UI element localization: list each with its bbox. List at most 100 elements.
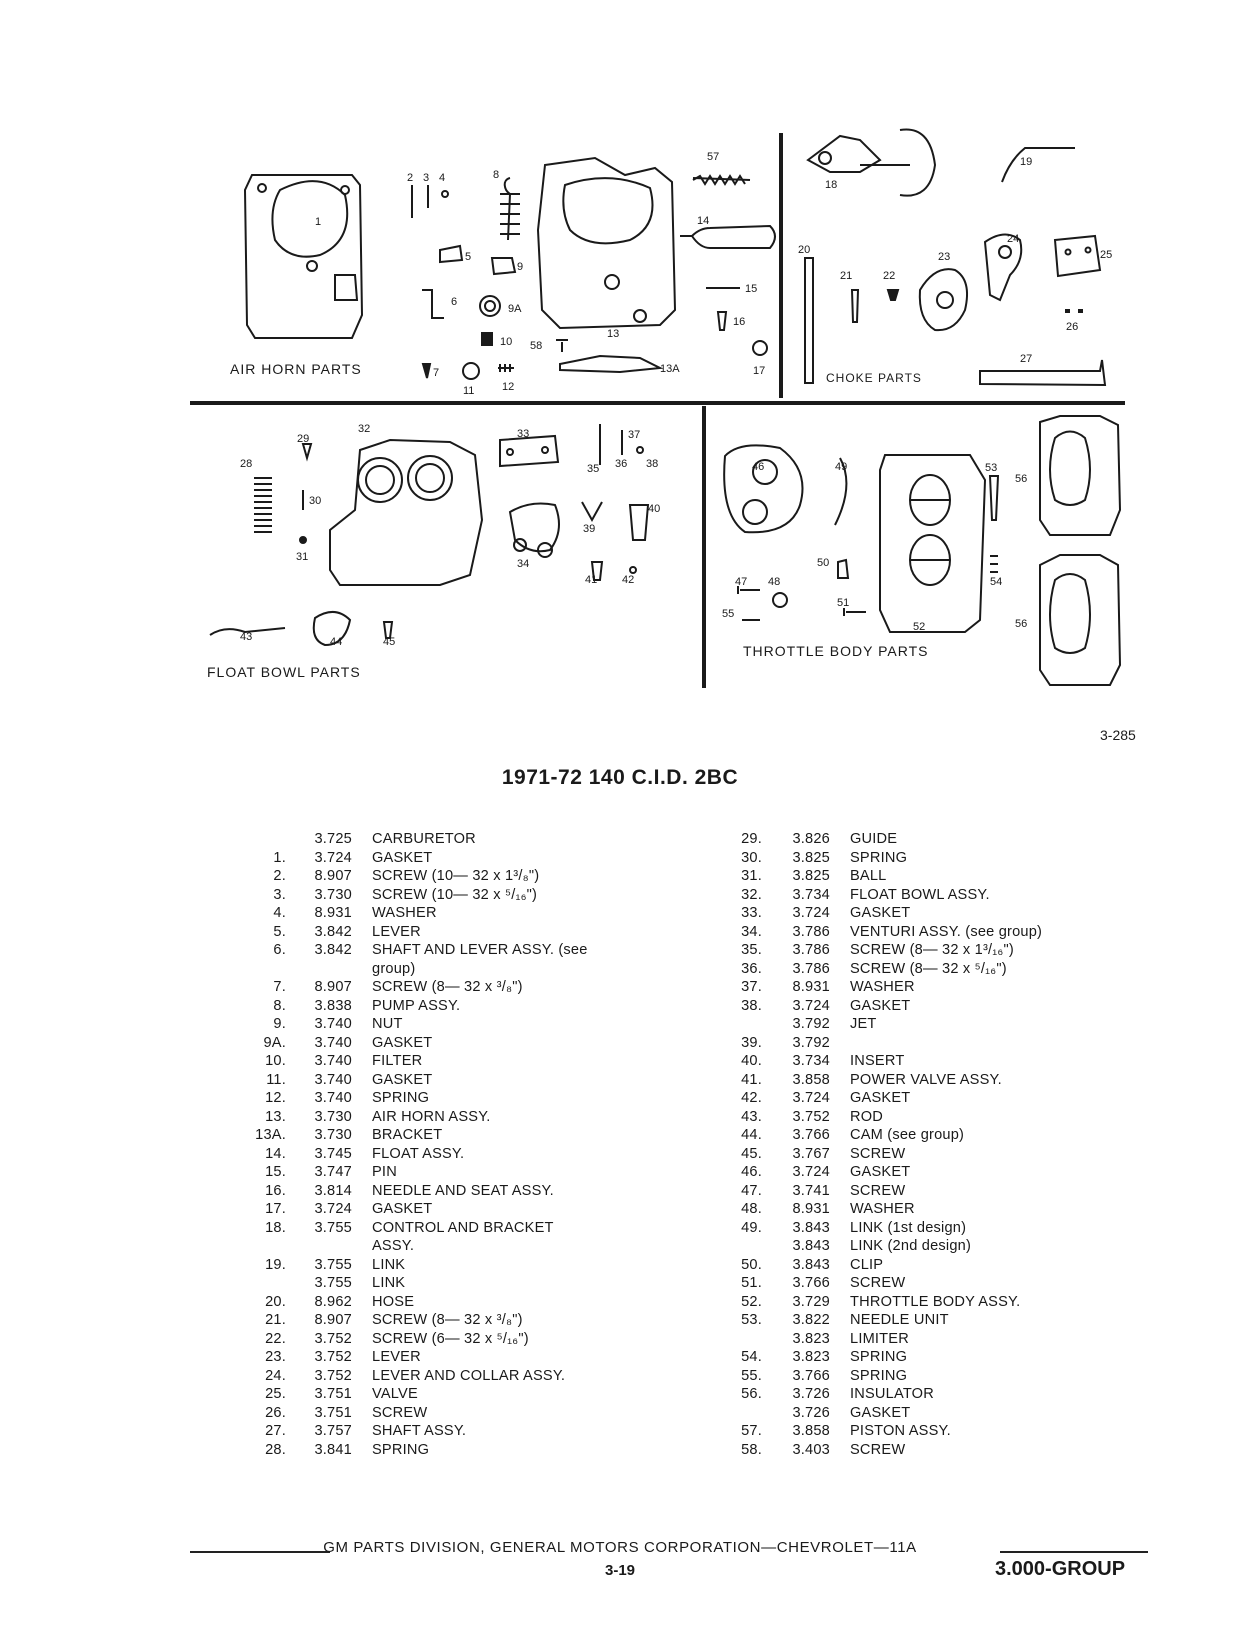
item-number [240, 830, 286, 849]
callout-11: 11 [463, 385, 474, 397]
air-horn-gasket-outline [243, 174, 364, 339]
callout-13a: 13A [660, 363, 680, 375]
item-number: 54. [741, 1349, 762, 1365]
callout-52: 52 [913, 621, 925, 633]
item-number: 2. [273, 868, 286, 884]
part-description: LEVER AND COLLAR ASSY. [372, 1367, 566, 1384]
part-description: PISTON ASSY. [850, 1423, 951, 1439]
callout-17: 17 [753, 365, 765, 377]
callout-27: 27 [1020, 353, 1032, 365]
item-number: 43. [741, 1108, 762, 1125]
item-number: 15. [265, 1164, 286, 1180]
part-description: FLOAT ASSY. [372, 1145, 465, 1162]
item-number: 24. [265, 1367, 286, 1384]
part-description [834, 1034, 1118, 1053]
parts-row: ASSY. [240, 1237, 670, 1256]
part-group-number: 3.843 [792, 1219, 830, 1236]
callout-44: 44 [330, 636, 342, 648]
item-number: 28. [265, 1441, 286, 1458]
item-number: 35. [741, 942, 762, 958]
item-number: 29. [741, 831, 762, 847]
part-group-number: 3.766 [792, 1367, 830, 1384]
float-bowl-parts-label: FLOAT BOWL PARTS [207, 664, 361, 680]
part-group-number: 8.962 [314, 1293, 352, 1310]
part-description: GASKET [372, 1034, 433, 1051]
part-description: GASKET [372, 849, 433, 866]
callout-1: 1 [315, 216, 321, 228]
part-description: GASKET [850, 997, 911, 1014]
part-description: GASKET [850, 1164, 911, 1180]
part-description: SPRING [372, 1090, 430, 1106]
callout-13: 13 [607, 328, 619, 340]
item-number: 32. [741, 886, 762, 903]
part-description: GUIDE [850, 831, 898, 847]
item-number: 51. [741, 1275, 762, 1291]
part-description: SCREW [850, 1145, 906, 1162]
part-group-number: 3.752 [314, 1367, 352, 1384]
part-description: LINK [372, 1256, 406, 1273]
callout-38: 38 [646, 458, 658, 470]
callout-34: 34 [517, 558, 529, 570]
part-description: BRACKET [372, 1127, 443, 1143]
callout-24: 24 [1007, 233, 1019, 245]
part-description: GASKET [372, 1201, 433, 1217]
part-group-number: 3.822 [792, 1312, 830, 1328]
part-group-number: 3.755 [314, 1256, 352, 1273]
item-number: 25. [265, 1386, 286, 1402]
item-number: 31. [741, 868, 762, 884]
part-group-number: 8.907 [314, 1312, 352, 1328]
part-group-number: 3.729 [792, 1293, 830, 1310]
item-number: 49. [741, 1219, 762, 1236]
part-description: SHAFT ASSY. [372, 1423, 467, 1439]
callout-56a: 56 [1015, 473, 1027, 485]
callout-22: 22 [883, 270, 895, 282]
item-number: 33. [741, 905, 762, 921]
part-group-number: 3.766 [792, 1127, 830, 1143]
part-description: SCREW [850, 1441, 906, 1458]
part-group-number: 3.752 [314, 1330, 352, 1347]
part-description: VENTURI ASSY. (see group) [850, 923, 1043, 940]
item-number [718, 1237, 762, 1256]
item-number: 56. [741, 1386, 762, 1402]
item-number: 11. [266, 1071, 286, 1088]
parts-row: 24. 3.752 LEVER AND COLLAR ASSY. [240, 1367, 670, 1386]
callout-41: 41 [585, 574, 597, 586]
item-number: 38. [741, 997, 762, 1014]
section-labels: AIR HORN PARTS CHOKE PARTS FLOAT BOWL PA… [207, 361, 927, 680]
parts-row: group) [240, 960, 670, 979]
callout-43: 43 [240, 631, 252, 643]
part-group-number: 3.786 [792, 942, 830, 958]
callout-20: 20 [798, 244, 810, 256]
part-group-number: 3.752 [314, 1349, 352, 1365]
item-number: 9A. [263, 1034, 286, 1051]
part-description: SCREW (10— 32 x ⁵/₁₆") [372, 886, 538, 903]
part-description: SCREW [372, 1404, 428, 1421]
item-number: 41. [741, 1071, 762, 1088]
callout-3: 3 [423, 172, 429, 184]
part-description: SCREW (10— 32 x 1³/₈") [372, 868, 540, 884]
part-description: JET [850, 1016, 877, 1032]
callout-6: 6 [451, 296, 457, 308]
item-number: 42. [741, 1090, 762, 1106]
footer-publisher: GM PARTS DIVISION, GENERAL MOTORS CORPOR… [323, 1539, 917, 1556]
exploded-parts-diagram: 1 2 3 4 5 6 7 8 9 9A 10 11 12 13 13A 14 … [0, 0, 1240, 720]
part-description: ASSY. [372, 1238, 415, 1254]
item-number: 26. [265, 1404, 286, 1421]
part-group-number: 3.724 [314, 849, 352, 866]
item-number: 8. [273, 997, 286, 1014]
